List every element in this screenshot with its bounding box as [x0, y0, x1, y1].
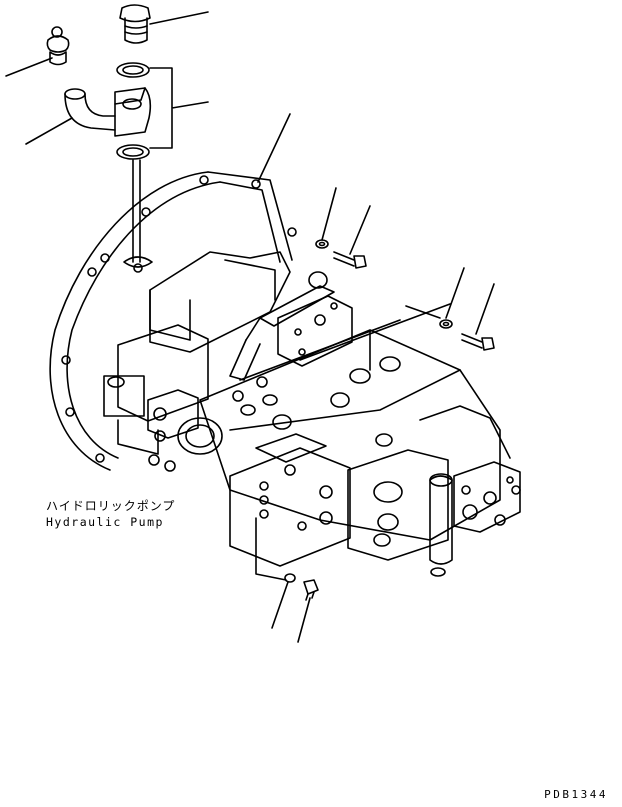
leader-line-plug: [149, 11, 209, 25]
leader-line-washer: [321, 187, 337, 241]
o-ring-icon: [116, 62, 150, 78]
leader-line-bolt: [475, 283, 495, 335]
guide-line: [255, 517, 287, 581]
guide-line: [405, 305, 441, 319]
leader-line-pipe: [25, 117, 73, 145]
bolt-icon: [303, 579, 319, 601]
drawing-code: PDB1344: [544, 788, 608, 801]
leader-line-bolt: [349, 205, 371, 255]
part-label-japanese: ハイドロリックポンプ: [46, 499, 176, 513]
leader-line-cap: [5, 57, 53, 77]
leader-line-flange: [257, 113, 291, 183]
leader-line-washer: [445, 267, 465, 319]
hydraulic-pump-assembly-icon: [103, 251, 521, 577]
bracket-leader-o-rings: [149, 67, 209, 149]
bolt-icon: [333, 251, 367, 269]
part-label-english: Hydraulic Pump: [46, 515, 164, 529]
leader-line-bolt: [297, 597, 311, 643]
washer-icon: [315, 239, 329, 249]
elbow-pipe-icon: [64, 87, 152, 137]
drain-plug-icon: [119, 4, 151, 44]
mounting-flange-icon: [49, 171, 297, 471]
washer-icon: [439, 319, 453, 329]
leader-line-washer: [271, 581, 289, 629]
o-ring-icon: [116, 144, 150, 160]
breather-cap-icon: [46, 26, 70, 66]
washer-icon: [284, 573, 296, 583]
bolt-icon: [461, 333, 495, 351]
